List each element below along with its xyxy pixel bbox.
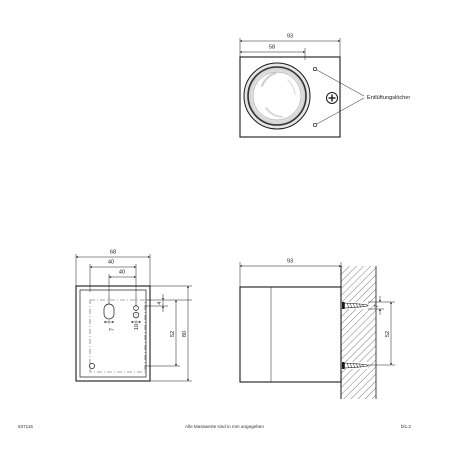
lower-mount-hole (89, 363, 95, 369)
page-number: bl1.2 (401, 424, 411, 429)
front-dim-holes: 40 (119, 270, 125, 276)
front-dim-height: 80 (182, 331, 188, 337)
vent-hole-bottom (312, 122, 318, 128)
lens-inner (252, 71, 302, 121)
callout-line-top (316, 69, 365, 97)
front-dim-hole-small: 7 (110, 328, 116, 331)
front-housing-inner (79, 289, 147, 378)
front-dim-inner: 40 (108, 260, 114, 266)
top-housing-outline (239, 56, 341, 138)
screw-upper-icon (342, 302, 369, 309)
front-housing-outline (75, 285, 151, 382)
side-dim-hole-gap: 7 (374, 304, 380, 307)
callout-line-bottom (316, 97, 365, 125)
front-dim-width: 68 (110, 250, 116, 256)
side-view: 93 7 52 (239, 259, 395, 399)
front-dim-hole-offset: 10 (134, 324, 140, 330)
side-housing-outline (239, 286, 342, 383)
screw-lower-icon (342, 362, 369, 369)
top-dim-width: 93 (287, 34, 293, 40)
front-dim-hole-top: 4 (157, 301, 163, 304)
mounting-plate-outline (89, 299, 146, 373)
wall-section (341, 266, 376, 399)
front-dim-height-inner: 52 (170, 331, 176, 337)
top-dim-lens: 58 (269, 45, 275, 51)
side-dim-mount: 52 (385, 331, 391, 337)
top-view: 93 58 Entlüftungslöcher (239, 34, 410, 138)
vent-holes-label: Entlüftungslöcher (367, 95, 410, 101)
side-dim-width: 93 (287, 259, 293, 265)
keyhole-top (133, 305, 139, 311)
slot-hole (103, 303, 115, 320)
vent-hole-top (312, 66, 318, 72)
front-view: 68 40 40 7 10 4 (75, 250, 192, 382)
units-note: Alle Masswerte sind in mm angegeben (185, 424, 264, 429)
article-number: 637115 (18, 424, 33, 429)
keyhole-bottom (132, 311, 140, 319)
screw-symbol-icon (326, 92, 338, 104)
